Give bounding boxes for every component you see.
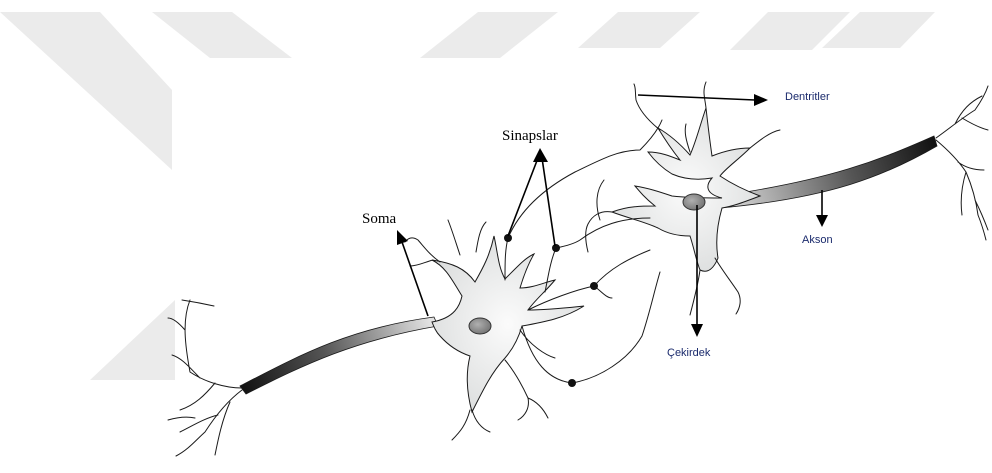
synapse-pointer-right (542, 158, 555, 246)
left-axon (240, 317, 438, 394)
left-axon-terminals (168, 300, 242, 456)
soma-label: Soma (362, 211, 397, 227)
right-nucleus (683, 194, 705, 210)
nucleus-arrowhead (691, 324, 703, 337)
soma-pointer (402, 242, 428, 316)
axon-arrowhead (816, 215, 828, 227)
dendrites-arrowhead (754, 94, 768, 106)
dendrites-label: Dentritler (785, 91, 830, 103)
nucleus-label: Çekirdek (667, 347, 711, 359)
synapse-pointer-left (508, 158, 538, 236)
synapse-dot (552, 244, 560, 252)
left-soma (432, 236, 584, 412)
soma-arrowhead (397, 230, 408, 245)
left-nucleus (469, 318, 491, 334)
right-neuron (586, 82, 988, 315)
left-neuron (168, 220, 584, 456)
right-axon-terminals (936, 86, 988, 240)
synaptic-connections (505, 120, 662, 383)
synapse-dot (590, 282, 598, 290)
right-soma (612, 108, 760, 271)
synapse-arrowhead (533, 148, 548, 162)
synapses-label: Sinapslar (502, 128, 558, 144)
synapse-dot (568, 379, 576, 387)
dendrites-pointer (638, 95, 755, 100)
axon-label: Akson (802, 234, 833, 246)
